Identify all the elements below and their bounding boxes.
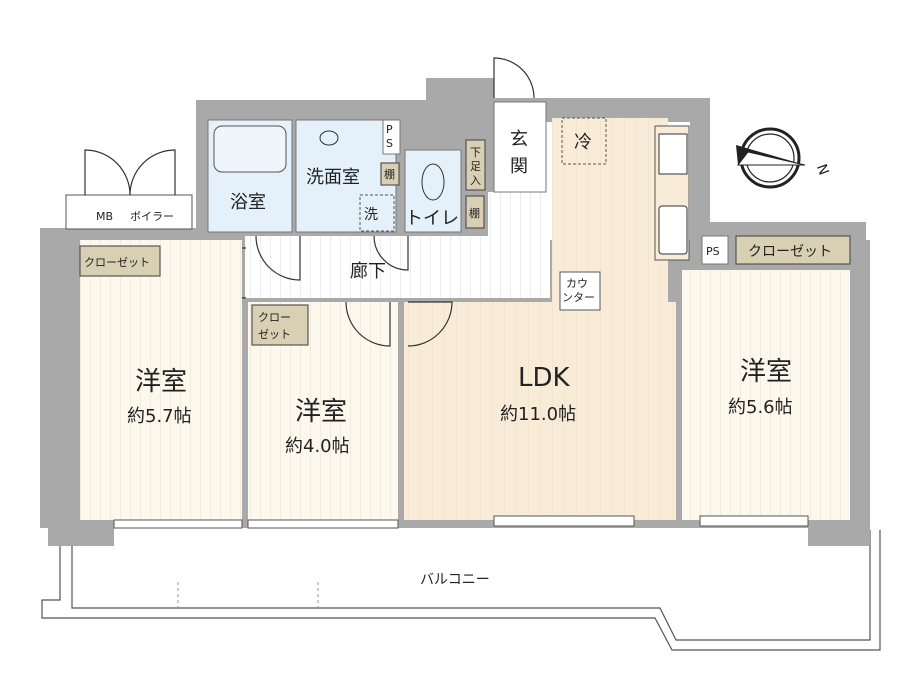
closet-center — [251, 304, 309, 346]
counter-label: ンター — [562, 291, 595, 304]
closet-west — [79, 245, 161, 277]
washer-label: 洗 — [364, 207, 378, 223]
entrance-label: 玄 — [510, 129, 528, 150]
entrance-door[interactable] — [493, 57, 535, 99]
room-name: LDK — [518, 363, 571, 393]
ps-label: S — [386, 137, 393, 150]
shelf-label: 棚 — [384, 167, 395, 181]
shelf-label: 棚 — [469, 206, 480, 220]
ps-label: P — [386, 123, 393, 136]
room-size: 約5.7帖 — [127, 406, 192, 427]
room-name: 洋室 — [135, 367, 187, 397]
washroom-door[interactable] — [255, 235, 301, 281]
bathtub-icon — [213, 125, 287, 173]
entrance — [493, 101, 547, 193]
room-size: 約4.0帖 — [285, 436, 350, 457]
closet-label: クローゼット — [748, 244, 832, 260]
balcony: バルコニー — [41, 530, 881, 651]
ldk — [404, 302, 676, 520]
sink-icon — [658, 205, 688, 255]
fridge-label: 冷 — [574, 132, 592, 153]
closet-label: クロー — [258, 311, 291, 324]
ldk-door[interactable] — [407, 301, 453, 347]
bedroom-east — [682, 270, 850, 520]
bedroom-west — [80, 240, 242, 520]
room-name: 洋室 — [740, 357, 792, 387]
toilet-label: トイレ — [405, 208, 459, 229]
bedroom-center-door[interactable] — [345, 301, 391, 347]
fridge-space — [561, 117, 607, 165]
sink-icon — [319, 130, 339, 146]
balcony-label: バルコニー — [420, 572, 490, 588]
bath-label: 浴室 — [230, 192, 266, 213]
shoe-label: 足 — [470, 160, 481, 173]
shelf — [465, 195, 485, 229]
counter — [559, 271, 601, 311]
toilet-icon — [421, 163, 445, 201]
north-label: N — [813, 162, 832, 177]
room-size: 約5.6帖 — [728, 397, 793, 418]
mb-boiler-area: MB ボイラー — [65, 149, 193, 230]
washer-space — [359, 194, 395, 232]
closet-east — [735, 235, 851, 265]
boiler-label: ボイラー — [130, 210, 174, 223]
closet-label: ゼット — [258, 328, 291, 341]
washroom-label: 洗面室 — [306, 167, 360, 188]
hallway-label: 廊下 — [350, 261, 386, 282]
stove-icon — [658, 133, 688, 175]
compass-icon: N — [736, 127, 832, 189]
shoe-label: 下 — [470, 146, 481, 159]
room-size: 約11.0帖 — [500, 404, 576, 425]
shoe-cabinet — [465, 139, 486, 191]
ps-shaft — [701, 235, 729, 265]
toilet-door[interactable] — [373, 235, 409, 271]
entrance-label: 関 — [510, 156, 528, 177]
closet-label: クローゼット — [84, 256, 150, 269]
room-name: 洋室 — [295, 397, 347, 427]
windows — [113, 515, 809, 529]
washroom — [295, 119, 397, 233]
counter-label: カウ — [566, 277, 588, 290]
mb-label: MB — [96, 210, 113, 223]
shelf — [380, 162, 400, 186]
ps-shaft — [382, 119, 401, 155]
shoe-label: 入 — [470, 174, 481, 187]
ps-label: PS — [706, 245, 720, 258]
